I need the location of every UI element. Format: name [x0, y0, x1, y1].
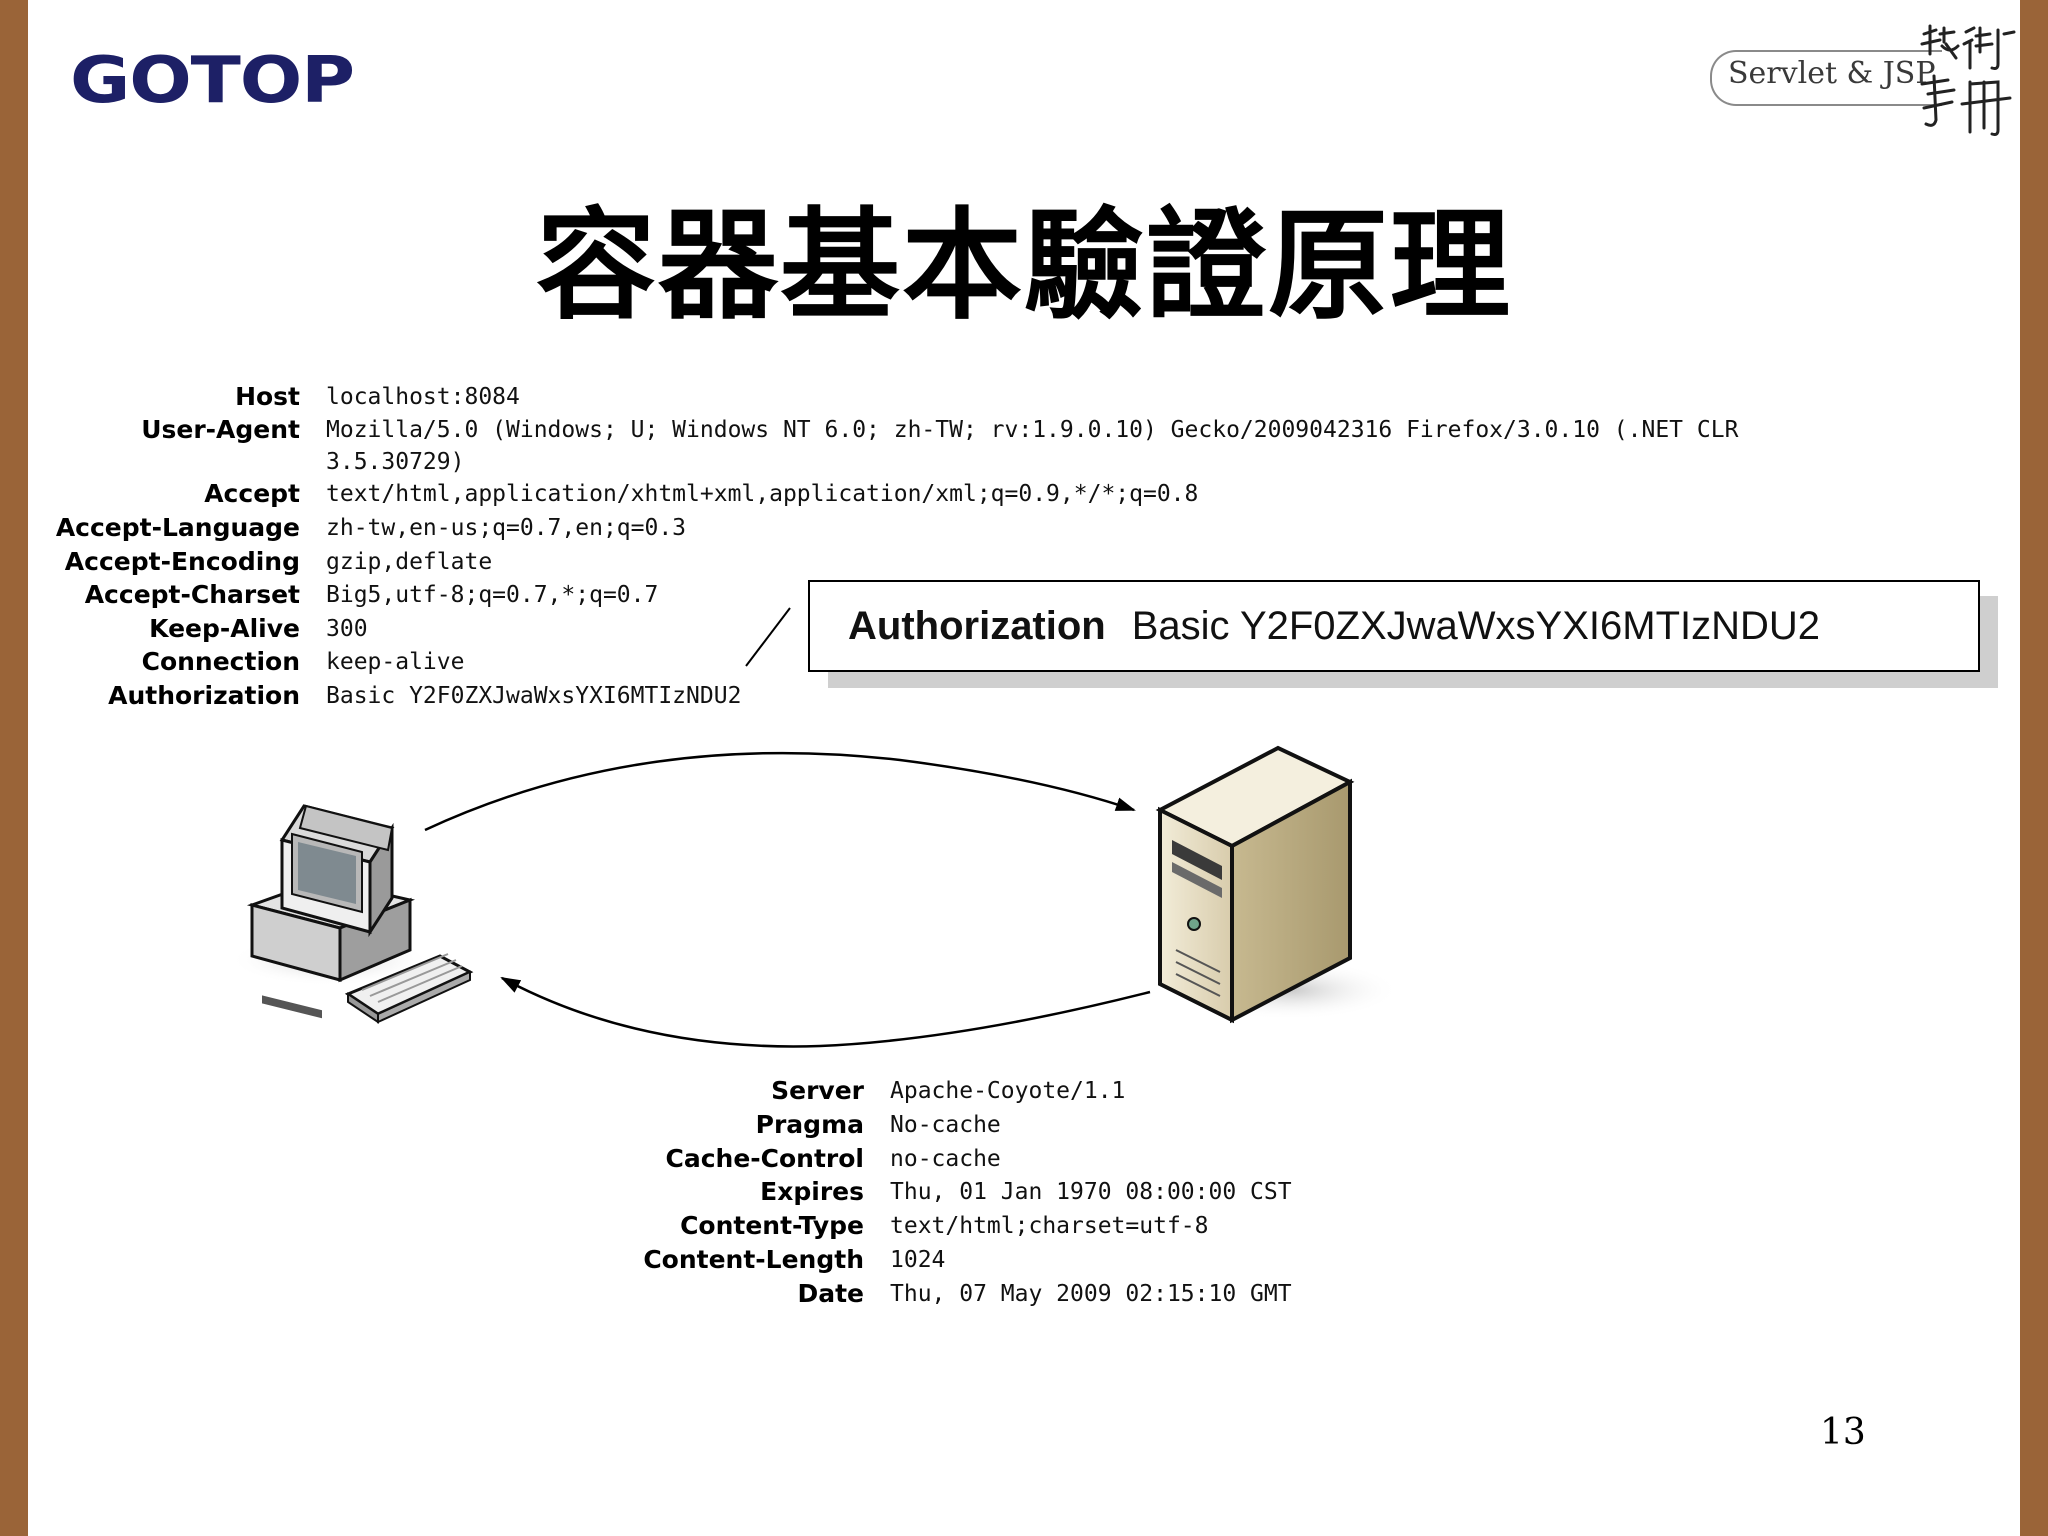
series-pill [1710, 50, 1942, 106]
header-name: Accept [204, 479, 300, 508]
calligraphy-logo [1920, 24, 2016, 136]
left-frame-bar [0, 0, 28, 1536]
header-name: Expires [760, 1177, 864, 1206]
header-name: User-Agent [141, 415, 300, 444]
logo-text: GOTOP [70, 44, 355, 118]
page-number: 13 [1820, 1412, 1866, 1453]
header-value: 1024 [890, 1247, 946, 1273]
header-value: text/html;charset=utf-8 [890, 1213, 1209, 1239]
response-header-row: Pragma No-cache [0, 1108, 1900, 1142]
request-arrow [424, 751, 1136, 832]
callout-header-name: Authorization [848, 603, 1106, 648]
header-value: text/html,application/xhtml+xml,applicat… [326, 481, 1199, 507]
header-value: Thu, 01 Jan 1970 08:00:00 CST [890, 1179, 1292, 1205]
callout-header-value: Basic Y2F0ZXJwaWxsYXI6MTIzNDU2 [1131, 603, 1821, 648]
header-value: Mozilla/5.0 (Windows; U; Windows NT 6.0;… [326, 417, 1739, 443]
header-value: localhost:8084 [326, 384, 520, 410]
header-name: Connection [141, 647, 300, 676]
series-badge: Servlet & JSP [1700, 24, 2020, 144]
header-value: no-cache [890, 1146, 1001, 1172]
header-value: Apache-Coyote/1.1 [890, 1078, 1126, 1104]
page-title: 容器基本驗證原理 [536, 197, 1512, 336]
header-name: Authorization [108, 681, 300, 710]
response-header-row: Date Thu, 07 May 2009 02:15:10 GMT [0, 1277, 1900, 1311]
request-header-row: Connection keep-alive [0, 645, 1900, 679]
authorization-callout: Authorization Basic Y2F0ZXJwaWxsYXI6MTIz… [808, 580, 1980, 672]
client-computer-icon [230, 804, 474, 1024]
header-name: Cache-Control [665, 1144, 864, 1173]
response-header-row: Server Apache-Coyote/1.1 [0, 1074, 1900, 1108]
response-header-row: Content-Type text/html;charset=utf-8 [0, 1209, 1900, 1243]
header-name: Date [797, 1279, 864, 1308]
header-name: Pragma [755, 1110, 864, 1139]
header-value: Thu, 07 May 2009 02:15:10 GMT [890, 1281, 1292, 1307]
header-value: keep-alive [326, 649, 465, 675]
header-value: gzip,deflate [326, 549, 493, 575]
gotop-logo: GOTOP [70, 44, 355, 118]
request-header-row: 3.5.30729) [0, 445, 1900, 479]
request-header-row: User-Agent Mozilla/5.0 (Windows; U; Wind… [0, 413, 1900, 447]
header-name: Accept-Charset [84, 580, 300, 609]
response-arrow [500, 976, 1151, 1048]
header-name: Host [235, 382, 300, 411]
request-header-row: Host localhost:8084 [0, 380, 1900, 414]
series-label: Servlet & JSP [1728, 56, 1936, 91]
header-name: Accept-Encoding [64, 547, 300, 576]
server-icon [1155, 745, 1400, 1024]
header-value: No-cache [890, 1112, 1001, 1138]
request-header-row: Accept text/html,application/xhtml+xml,a… [0, 477, 1900, 511]
header-value: 300 [326, 616, 368, 642]
right-frame-bar [2020, 0, 2048, 1536]
header-name: Server [771, 1076, 864, 1105]
header-name: Accept-Language [55, 513, 300, 542]
header-name: Keep-Alive [149, 614, 300, 643]
header-name: Content-Length [643, 1245, 864, 1274]
header-value: Big5,utf-8;q=0.7,*;q=0.7 [326, 582, 659, 608]
header-value: Basic Y2F0ZXJwaWxsYXI6MTIzNDU2 [326, 683, 742, 709]
header-name: Content-Type [680, 1211, 864, 1240]
request-header-row: Authorization Basic Y2F0ZXJwaWxsYXI6MTIz… [0, 679, 1900, 713]
request-header-row: Accept-Charset Big5,utf-8;q=0.7,*;q=0.7 [0, 578, 1900, 612]
response-header-row: Cache-Control no-cache [0, 1142, 1900, 1176]
response-header-row: Content-Length 1024 [0, 1243, 1900, 1277]
header-value-continued: 3.5.30729) [326, 449, 465, 475]
response-header-row: Expires Thu, 01 Jan 1970 08:00:00 CST [0, 1175, 1900, 1209]
request-header-row: Accept-Encoding gzip,deflate [0, 545, 1900, 579]
header-value: zh-tw,en-us;q=0.7,en;q=0.3 [326, 515, 687, 541]
request-header-row: Accept-Language zh-tw,en-us;q=0.7,en;q=0… [0, 511, 1900, 545]
request-header-row: Keep-Alive 300 [0, 612, 1900, 646]
